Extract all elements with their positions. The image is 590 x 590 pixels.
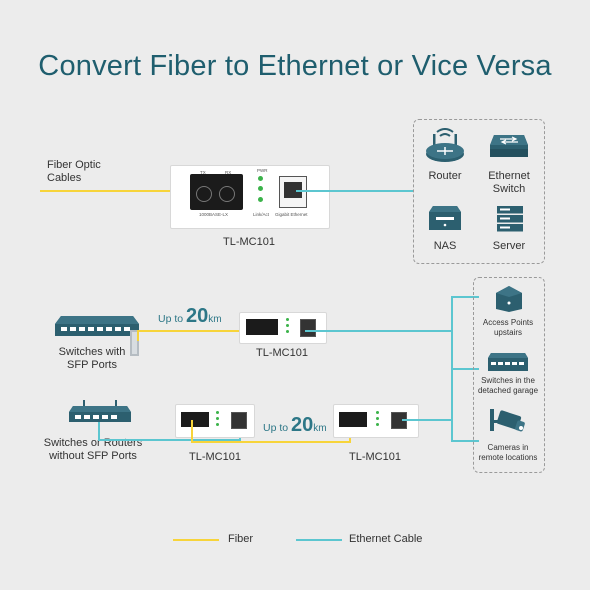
- gigabit-ethernet-label: Gigabit Ethernet: [275, 212, 308, 217]
- tx-port: [196, 186, 212, 202]
- ethernet-branch-camera: [451, 440, 479, 443]
- link-act-label: Link/Act: [253, 212, 270, 217]
- switch-icon: [487, 351, 529, 373]
- device-name-middle: TL-MC101: [256, 347, 308, 359]
- ethernet-switch-label: Ethernet Switch: [488, 170, 530, 195]
- sfp-switch-label: Switches with SFP Ports: [58, 346, 126, 371]
- device-name-bottom-left: TL-MC101: [189, 451, 241, 463]
- page-title: Convert Fiber to Ethernet or Vice Versa: [38, 50, 552, 82]
- cameras-label: Cameras in remote locations: [478, 443, 538, 462]
- sfp-module: [190, 174, 243, 210]
- rx-port: [219, 186, 235, 202]
- ethernet-line-bottom-left: [98, 439, 241, 442]
- fiber-line-bottom: [191, 441, 351, 444]
- media-converter-bottom-left: [175, 404, 255, 438]
- fiber-line-bottom-left-vertical: [191, 420, 194, 443]
- sfp-switch-icon: [55, 314, 147, 358]
- rx-label: RX: [225, 170, 232, 175]
- server-label: Server: [492, 240, 526, 252]
- distance-unit: km: [313, 423, 327, 434]
- ethernet-line-middle: [305, 330, 452, 333]
- port-standard-label: 1000BASE-LX: [199, 212, 229, 217]
- device-name-bottom-right: TL-MC101: [349, 451, 401, 463]
- top-targets-box: [413, 119, 545, 264]
- ethernet-line-bottom-right: [402, 419, 452, 422]
- router-label: Router: [428, 170, 462, 182]
- media-converter-top: TX RX 1000BASE-LX PWR Link/Act Gigabit E…: [170, 165, 330, 229]
- garage-switch-label: Switches in the detached garage: [477, 376, 539, 395]
- fiber-line-middle-vertical: [137, 330, 140, 341]
- distance-bottom: Up to 20km: [263, 414, 327, 437]
- fiber-link-led: [258, 186, 263, 191]
- ethernet-branch-garage: [451, 368, 479, 371]
- router-icon: [425, 128, 465, 164]
- distance-value: 20: [291, 414, 314, 436]
- legend-fiber-label: Fiber: [228, 533, 254, 545]
- distance-value: 20: [186, 305, 209, 327]
- pwr-label: PWR: [257, 168, 268, 173]
- nas-label: NAS: [433, 240, 457, 252]
- legend-ethernet-swatch: [296, 539, 342, 542]
- router-switch-icon: [67, 400, 133, 424]
- access-point-icon: [494, 285, 524, 313]
- distance-unit: km: [208, 314, 222, 325]
- legend-ethernet-label: Ethernet Cable: [349, 533, 423, 545]
- ethernet-switch-icon: [488, 133, 530, 163]
- fiber-line-top: [40, 190, 190, 193]
- media-converter-middle: [239, 312, 327, 344]
- ethernet-line-bottom-drop: [98, 422, 101, 441]
- ethernet-branch-ap: [451, 296, 479, 299]
- distance-middle: Up to 20km: [158, 305, 222, 328]
- device-name-top: TL-MC101: [223, 236, 275, 248]
- distance-prefix: Up to: [158, 313, 184, 325]
- server-icon: [496, 205, 524, 233]
- tx-label: TX: [200, 170, 206, 175]
- right-targets-box: [473, 277, 545, 473]
- pwr-led: [258, 176, 263, 181]
- fiber-optic-cables-label: Fiber Optic Cables: [47, 159, 101, 184]
- access-points-label: Access Points upstairs: [482, 318, 534, 337]
- distance-prefix: Up to: [263, 422, 289, 434]
- camera-icon: [488, 407, 526, 439]
- legend-fiber-swatch: [173, 539, 219, 542]
- ethernet-link-led: [258, 197, 263, 202]
- ethernet-line-top: [296, 190, 414, 193]
- nas-icon: [428, 205, 462, 231]
- fiber-line-middle: [137, 330, 252, 333]
